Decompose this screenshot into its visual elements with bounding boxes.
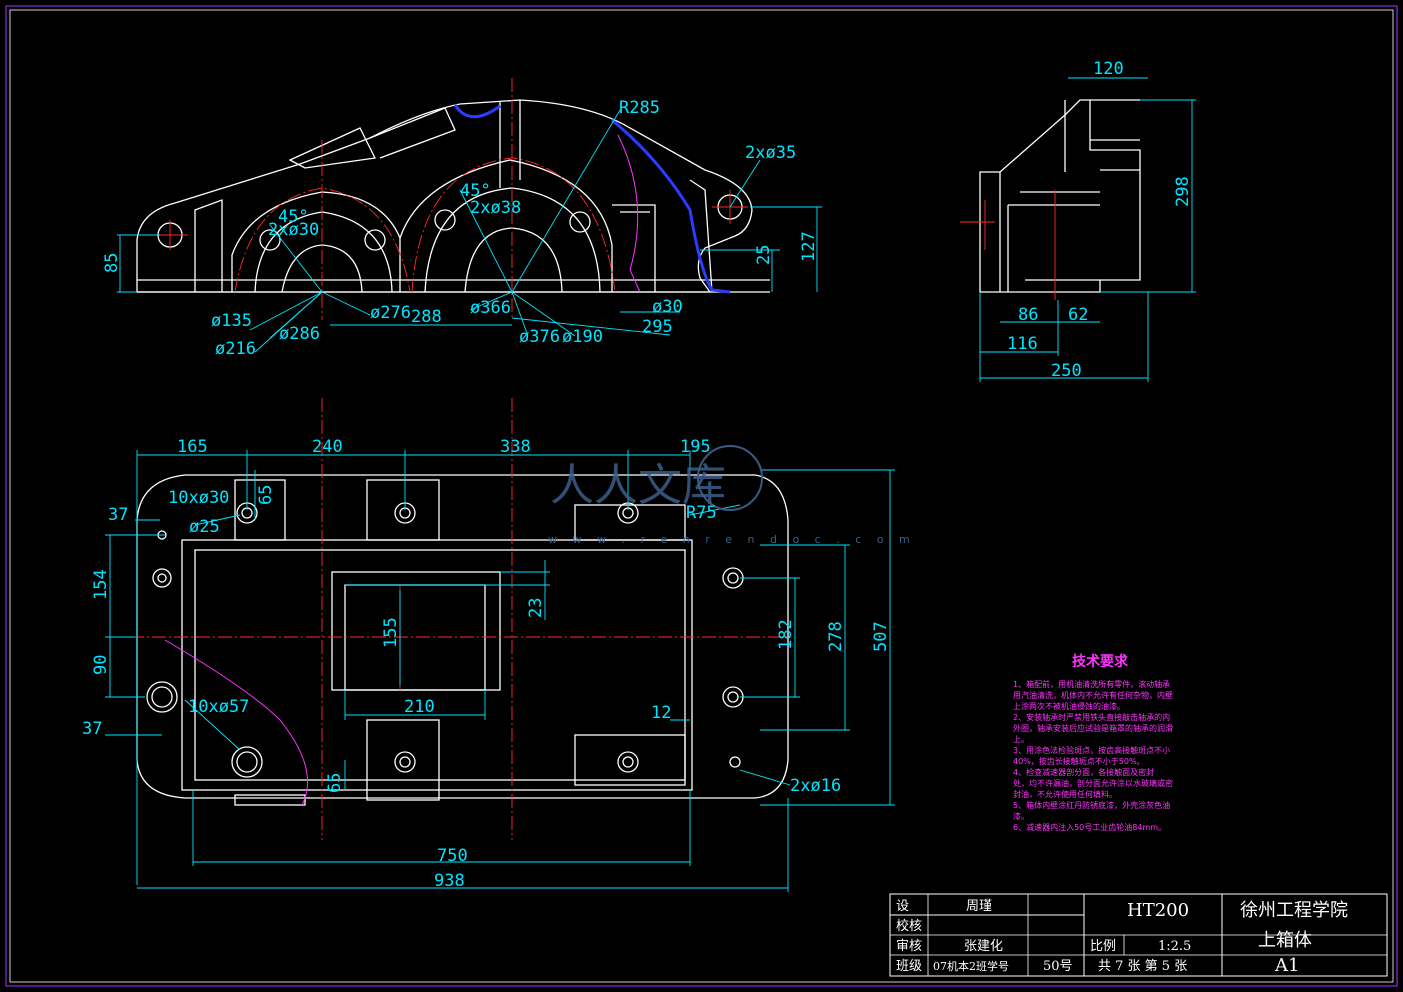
tech-line: 漆。 [1013, 811, 1029, 821]
tech-line: 上涂两次不被机油侵蚀的油漆。 [1013, 701, 1125, 711]
front-dim-labels: R285 2xø35 45° 2xø38 45° 2xø30 85 25 127… [102, 98, 819, 359]
plan-view [105, 398, 895, 892]
inner-border [9, 9, 1394, 983]
tb-name: 张建化 [964, 939, 1003, 954]
tb-school: 徐州工程学院 [1240, 900, 1348, 921]
tb-part: 上箱体 [1258, 930, 1312, 951]
dim-label: ø286 [279, 324, 320, 344]
watermark: 人人文库 w w w . r e n r e n d o c . c o m [548, 445, 916, 546]
dim-label: 278 [826, 621, 846, 652]
dim-label: 240 [312, 437, 343, 457]
dim-label: 116 [1007, 334, 1038, 354]
dim-label: 155 [381, 617, 401, 648]
dim-label: 182 [776, 619, 796, 650]
title-block: 设 校核 审核 班级 周瑾 张建化 07机本2班学号 50号 HT200 徐州工… [889, 893, 1388, 977]
tb-sheets: 共 7 张 第 5 张 [1098, 959, 1187, 974]
tech-line: 上。 [1013, 735, 1029, 744]
tb-number: 50号 [1043, 959, 1073, 974]
dim-label: 127 [799, 231, 819, 262]
dim-label: 2xø30 [268, 220, 319, 240]
dim-label: ø30 [652, 297, 683, 317]
dim-label: 507 [871, 621, 891, 652]
tech-line: 用汽油清洗，机体内不允许有任何杂物，内壁 [1013, 690, 1173, 700]
dim-label: 154 [91, 569, 111, 600]
dim-label: 86 [1018, 305, 1038, 325]
dim-label: 45° [460, 181, 491, 201]
tb-material: HT200 [1127, 900, 1189, 921]
dim-label: 62 [1068, 305, 1088, 325]
dim-label: 2xø35 [745, 143, 796, 163]
tb-label: 设 [896, 899, 909, 914]
dim-label: 938 [434, 871, 465, 891]
dim-label: 298 [1173, 176, 1193, 207]
tb-scale-label: 比例 [1090, 939, 1116, 954]
dim-label: ø276 [370, 303, 411, 323]
dim-label: 165 [177, 437, 208, 457]
dim-label: 25 [754, 245, 774, 265]
side-view [960, 77, 1196, 382]
dim-label: 295 [642, 317, 673, 337]
tech-line: 40%，按齿长接触斑点不小于50%。 [1013, 756, 1145, 766]
dim-label: ø25 [189, 517, 220, 537]
dim-label: ø190 [562, 327, 603, 347]
outer-border [5, 5, 1398, 987]
dim-label: 85 [102, 253, 122, 273]
dim-label: 195 [680, 437, 711, 457]
dim-label: 12 [651, 703, 671, 723]
dim-label: 210 [404, 697, 435, 717]
dim-label: 250 [1051, 361, 1082, 381]
dim-label: R285 [619, 98, 660, 118]
dim-label: 2xø38 [470, 198, 521, 218]
dim-label: 65 [325, 773, 345, 793]
dim-label: 37 [108, 505, 128, 525]
dim-label: 90 [91, 655, 111, 675]
tech-line: 1、箱配前，用机油清洗所有零件，滚动轴承 [1013, 679, 1170, 689]
dim-label: 120 [1093, 59, 1124, 79]
tech-title: 技术要求 [1072, 653, 1129, 670]
dim-label: 23 [526, 598, 546, 618]
tech-line: 6、减速器内注入50号工业齿轮油84mm。 [1013, 822, 1166, 832]
tb-name: 周瑾 [966, 899, 992, 914]
tb-label: 审核 [896, 939, 922, 954]
dim-label: ø135 [211, 311, 252, 331]
tech-line: 4、检查减速器剖分面，各接触面及密封 [1013, 767, 1154, 777]
tech-line: 5、箱体内壁涂红丹防锈底漆，外壳涂灰色油 [1013, 800, 1170, 810]
dim-label: R75 [686, 503, 717, 523]
dim-label: 338 [500, 437, 531, 457]
tb-name: 07机本2班学号 [933, 959, 1009, 973]
dim-label: 65 [256, 485, 276, 505]
dim-label: ø366 [470, 298, 511, 318]
tb-scale: 1:2.5 [1158, 939, 1191, 954]
tech-line: 2、安装轴承时严禁用铁头直接敲击轴承的内 [1013, 712, 1170, 722]
dim-label: 10xø30 [168, 488, 229, 508]
dim-label: 2xø16 [790, 776, 841, 796]
side-dim-labels: 120 298 86 62 116 250 [1007, 59, 1193, 381]
tech-line: 封油，不允许使用任何填料。 [1013, 789, 1117, 799]
tech-line: 3、用涂色法检验斑点，按齿高接触斑点不小 [1013, 745, 1170, 755]
tb-size: A1 [1274, 955, 1299, 976]
tb-label: 班级 [896, 959, 922, 974]
tech-requirements: 技术要求 1、箱配前，用机油清洗所有零件，滚动轴承 用汽油清洗，机体内不允许有任… [1013, 653, 1173, 832]
dim-label: 750 [437, 846, 468, 866]
dim-label: 288 [411, 307, 442, 327]
dim-label: 45° [278, 207, 309, 227]
watermark-url: w w w . r e n r e n d o c . c o m [548, 533, 916, 546]
watermark-text: 人人文库 [550, 460, 726, 511]
plan-dim-labels: 165 240 338 195 10xø30 65 37 ø25 R75 154… [82, 437, 891, 891]
dim-label: 37 [82, 719, 102, 739]
tech-line: 处，均不许漏油，剖分面允许涂以水玻璃或密 [1013, 778, 1173, 788]
front-view [117, 78, 822, 353]
tb-label: 校核 [896, 918, 922, 934]
dim-label: 10xø57 [188, 697, 249, 717]
tech-line: 外圈，轴承安装后应试验是箱罩的轴承的润滑 [1013, 723, 1173, 733]
dim-label: ø216 [215, 339, 256, 359]
dim-label: ø376 [519, 327, 560, 347]
